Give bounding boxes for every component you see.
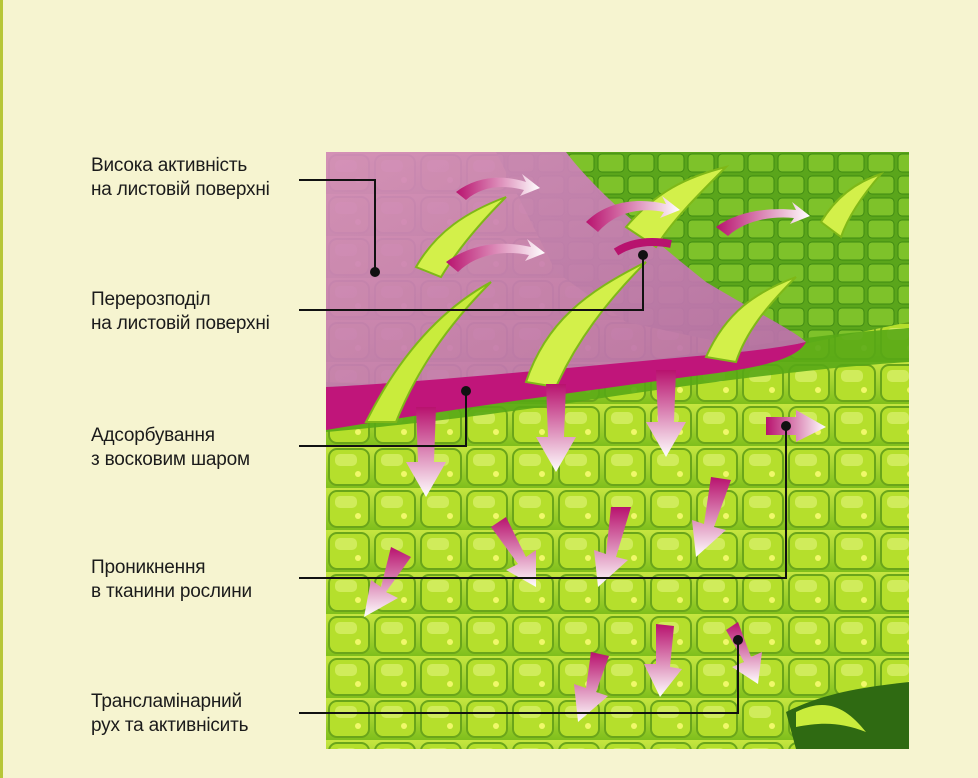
- label-line: Адсорбування: [91, 424, 250, 448]
- label-high-activity: Висока активність на листовій поверхні: [91, 154, 270, 202]
- label-line: Висока активність: [91, 154, 270, 178]
- leaf-cross-section-illustration: [326, 152, 909, 749]
- label-line: Проникнення: [91, 556, 252, 580]
- label-line: Трансламінарний: [91, 690, 248, 714]
- leaf-illustration-svg: [326, 152, 909, 749]
- label-line: рух та активнісить: [91, 714, 248, 738]
- label-line: в тканини рослини: [91, 580, 252, 604]
- label-line: на листовій поверхні: [91, 178, 270, 202]
- label-line: Перерозподіл: [91, 288, 270, 312]
- label-line: з восковим шаром: [91, 448, 250, 472]
- label-line: на листовій поверхні: [91, 312, 270, 336]
- label-adsorption: Адсорбування з восковим шаром: [91, 424, 250, 472]
- label-translaminar: Трансламінарний рух та активнісить: [91, 690, 248, 738]
- label-penetration: Проникнення в тканини рослини: [91, 556, 252, 604]
- label-redistribution: Перерозподіл на листовій поверхні: [91, 288, 270, 336]
